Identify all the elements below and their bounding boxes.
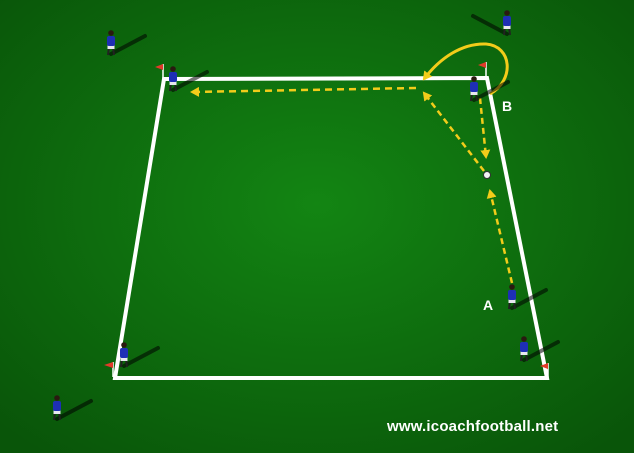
label-b: B [502,98,513,114]
corner-flag-bottom-right [540,363,549,378]
player-outside-top-left [107,30,147,56]
pass-ball-to-b-space [422,91,485,172]
player-outside-top-right [471,10,511,36]
player-corner-top-right-b [470,76,510,102]
corner-flag-top-left [155,64,164,79]
player-corner-bottom-right [520,336,560,362]
ball [483,171,491,179]
grid-boundary [112,75,550,380]
label-a: A [483,297,494,313]
player-corner-bottom-left [120,342,160,368]
player-outside-bottom-left [53,395,93,421]
pass-a-to-ball [486,189,514,284]
watermark: www.icoachfootball.net [387,418,559,435]
player-player-a [508,284,548,310]
players-layer [53,10,560,421]
corner-flag-top-right [478,62,487,78]
long-pass-to-corner [190,86,417,97]
corner-flag-bottom-left [104,362,114,377]
player-corner-top-left [169,66,209,92]
player-run-loop [422,42,509,96]
